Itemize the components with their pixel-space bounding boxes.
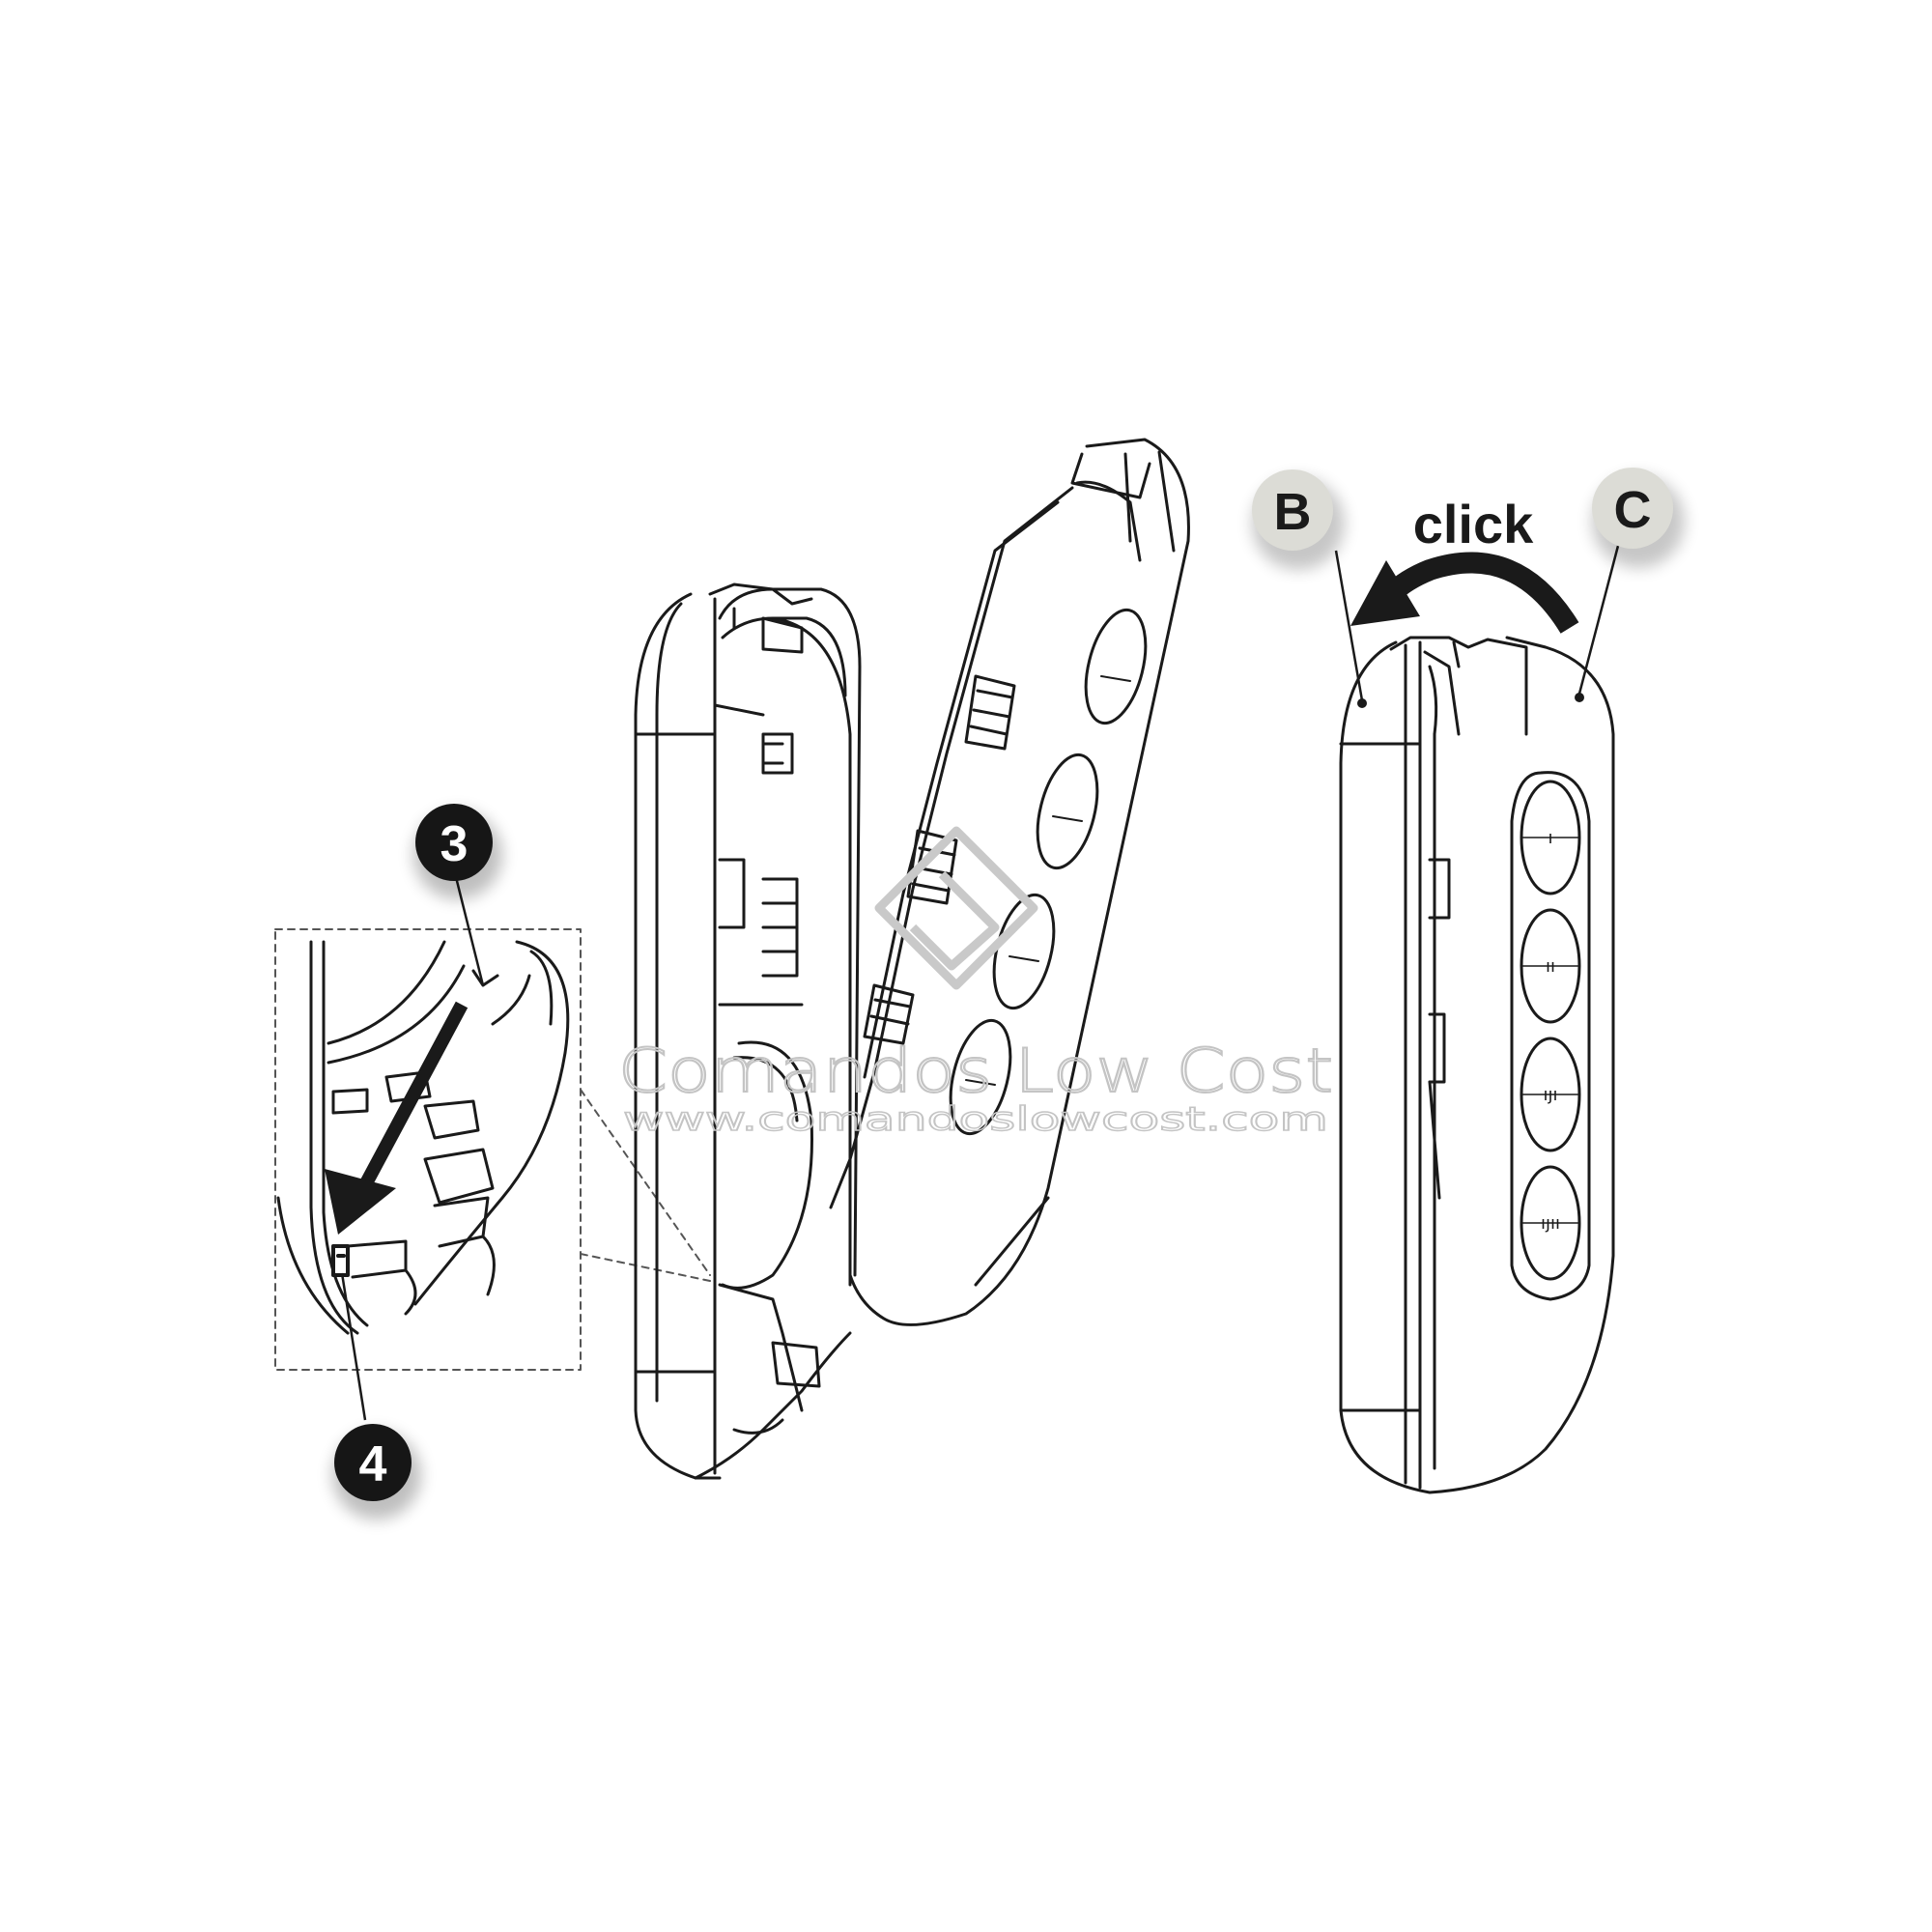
closed-remote-buttons <box>1520 780 1581 1281</box>
open-remote-assembly <box>634 438 1190 1480</box>
lid-button-2 <box>1036 753 1099 870</box>
callout-b-label: B <box>1274 483 1312 541</box>
watermark: Comandos Low Cost www.comandoslowcost.co… <box>617 826 1334 1140</box>
closed-remote-top-latch <box>1389 636 1528 736</box>
callout-3-badge <box>415 804 493 881</box>
remote-button-1-glyph: ı <box>1548 828 1552 848</box>
lid-button-1 <box>1084 608 1148 725</box>
watermark-logo <box>874 826 1038 990</box>
remote-button-2-glyph: ıı <box>1546 956 1555 977</box>
zoom-shell-edge <box>309 940 359 1335</box>
callout-c: C <box>1592 468 1685 568</box>
watermark-url: www.comandoslowcost.com <box>623 1100 1328 1139</box>
zoom-frame <box>274 928 582 1371</box>
remote-button-glyphs: ı ıı ıȷı ıȷıı <box>1541 828 1560 1234</box>
remote-button-3[interactable] <box>1520 1037 1581 1152</box>
leader-4 <box>340 1272 367 1421</box>
zoom-leader-top <box>580 1089 711 1276</box>
remote-back-shell <box>634 592 722 1480</box>
lid-button-4 <box>949 1018 1012 1136</box>
zoom-battery-arc <box>327 940 446 1045</box>
callout-4-badge <box>334 1424 412 1501</box>
closed-remote <box>1339 636 1615 1494</box>
callout-c-label: C <box>1614 481 1652 539</box>
remote-button-2[interactable] <box>1520 908 1581 1024</box>
detail-zoom-panel <box>274 928 711 1371</box>
leader-c <box>1577 545 1620 695</box>
watermark-title: Comandos Low Cost <box>618 1036 1333 1106</box>
zoom-lid <box>413 940 570 1306</box>
callout-4-label: 4 <box>359 1436 387 1492</box>
lid-slot-3 <box>863 983 915 1045</box>
closed-remote-button-strip <box>1510 771 1591 1301</box>
coin-cell-battery <box>721 1040 813 1290</box>
remote-button-4-glyph: ıȷıı <box>1541 1213 1560 1234</box>
zoom-clip-b <box>423 1099 480 1140</box>
callout-c-badge <box>1592 468 1673 549</box>
callout-3-label: 3 <box>440 816 469 872</box>
push-direction-arrow <box>325 1001 469 1235</box>
click-rotation-arrow <box>1350 552 1579 634</box>
zoom-leader-bottom <box>580 1253 711 1282</box>
zoom-latch <box>331 1244 350 1277</box>
lid-slot-1 <box>964 674 1016 751</box>
callout-3: 3 <box>413 804 502 899</box>
remote-button-1[interactable] <box>1520 780 1581 895</box>
leader-b <box>1334 550 1364 701</box>
callout-b-badge <box>1252 469 1333 551</box>
remote-inner-tray <box>718 587 862 1277</box>
remote-button-3-glyph: ıȷı <box>1543 1085 1557 1105</box>
battery-compartment <box>771 616 852 1287</box>
click-label: click <box>1413 494 1534 554</box>
zoom-clip-a <box>384 1070 432 1103</box>
closed-remote-body <box>1339 636 1615 1494</box>
callout-b: B <box>1252 469 1345 570</box>
callout-4: 4 <box>332 1424 421 1520</box>
remote-front-lid <box>848 438 1190 1326</box>
remote-button-4[interactable] <box>1520 1165 1581 1281</box>
